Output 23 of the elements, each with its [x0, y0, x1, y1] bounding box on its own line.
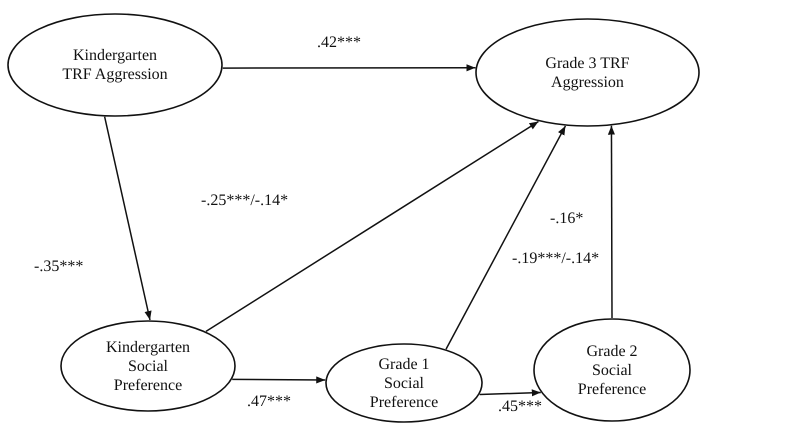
- arrow: [222, 64, 476, 72]
- ellipse-node: [325, 343, 483, 423]
- ellipse-node: [7, 13, 223, 117]
- node-label: Grade 2 Social Preference: [576, 342, 648, 398]
- edge-label: -.16*: [550, 210, 584, 228]
- ellipse-node: [60, 320, 236, 412]
- edge-label: .47***: [247, 393, 291, 411]
- edge-label: .42***: [317, 34, 361, 52]
- node-label: Grade 1 Social Preference: [368, 354, 440, 412]
- arrow: [206, 120, 539, 332]
- edge-label: -.25***/-.14*: [201, 192, 288, 210]
- arrow: [480, 389, 541, 396]
- arrow: [232, 376, 326, 384]
- edge-label: .45***: [498, 398, 542, 416]
- edge-label: -.35***: [34, 258, 84, 276]
- edge-label: -.19***/-.14*: [512, 250, 600, 268]
- arrow: [104, 116, 152, 320]
- ellipse-node: [475, 18, 700, 127]
- arrow: [445, 126, 566, 350]
- node-label: Kindergarten TRF Aggression: [61, 46, 169, 84]
- arrow: [608, 126, 616, 318]
- node-label: Grade 3 TRF Aggression: [544, 54, 631, 92]
- node-label: Kindergarten Social Preference: [104, 338, 192, 394]
